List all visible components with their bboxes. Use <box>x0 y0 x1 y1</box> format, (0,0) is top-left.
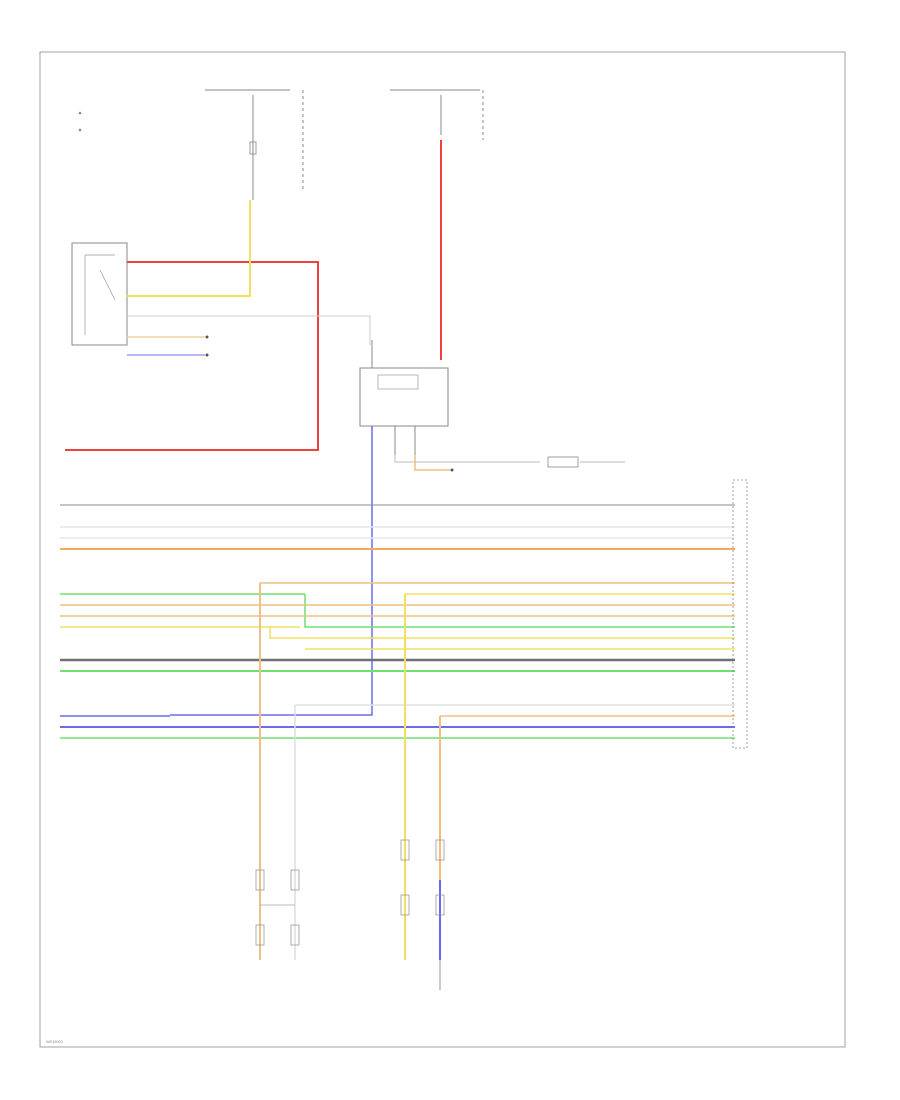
stop-lamp-switch <box>71 242 128 346</box>
connector-dot <box>205 335 209 339</box>
figure-id: W019001 <box>46 1039 64 1044</box>
diagram-frame <box>39 51 846 1048</box>
wire-gray <box>127 315 371 345</box>
connector-dot <box>450 468 454 472</box>
wire-yellow <box>127 200 251 297</box>
relay-module <box>359 367 449 427</box>
connector-dot <box>205 353 209 357</box>
bus-lines <box>60 504 735 739</box>
wire-orange <box>414 455 450 471</box>
wire-red <box>65 261 319 451</box>
fuse-block-left <box>205 89 304 200</box>
fuse-block-right <box>390 89 484 140</box>
legend-bullet <box>78 111 82 115</box>
sensor-connectors <box>255 839 445 946</box>
legend-bullet <box>78 128 82 132</box>
wire-blue <box>170 426 373 716</box>
control-module-box <box>732 479 748 749</box>
fuse <box>547 456 579 468</box>
wire-gray <box>394 455 540 463</box>
